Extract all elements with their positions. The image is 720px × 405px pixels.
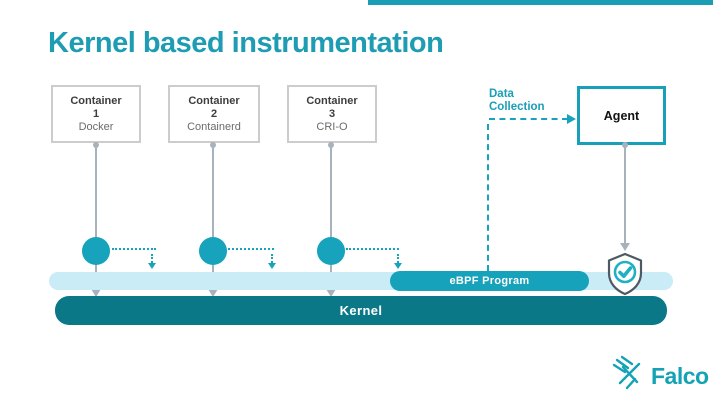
agent-box: Agent: [577, 86, 666, 145]
container-2-arrow-icon: [208, 289, 218, 297]
container-2-label: Container: [188, 95, 240, 107]
container-1-line-start-dot: [93, 142, 99, 148]
tap-3-dotted-line: [346, 248, 399, 250]
tap-1-dotted-drop: [151, 254, 153, 263]
ebpf-program-pill: eBPF Program: [390, 271, 589, 291]
tap-2-dotted-line: [228, 248, 274, 250]
ebpf-program-label: eBPF Program: [449, 275, 530, 287]
agent-arrow-icon: [620, 243, 630, 251]
falco-logo: Falco: [611, 355, 709, 398]
data-collection-line2: Collection: [489, 101, 545, 113]
tap-2-dotted-drop: [271, 254, 273, 263]
top-accent-bar: [368, 0, 713, 5]
falco-bird-icon: [611, 355, 647, 398]
container-3-number: 3: [328, 108, 336, 120]
probe-circle-1: [82, 237, 110, 265]
container-3-runtime: CRI-O: [316, 121, 348, 133]
container-3-line-start-dot: [328, 142, 334, 148]
container-2-line-start-dot: [210, 142, 216, 148]
container-3-arrow-icon: [326, 289, 336, 297]
agent-line-start-dot: [622, 142, 628, 148]
container-3-line: [330, 146, 332, 289]
container-3-label: Container: [306, 95, 358, 107]
container-2-box: Container 2 Containerd: [168, 85, 260, 143]
falco-logo-text: Falco: [651, 363, 709, 389]
probe-circle-2: [199, 237, 227, 265]
container-1-number: 1: [92, 108, 100, 120]
agent-line: [624, 146, 626, 243]
container-1-label: Container: [70, 95, 122, 107]
container-3-box: Container 3 CRI-O: [287, 85, 377, 143]
data-collection-dashed-line: [489, 118, 568, 120]
container-1-line: [95, 146, 97, 289]
data-collection-dashed-drop: [487, 124, 489, 271]
data-collection-arrow-icon: [567, 114, 576, 124]
kernel-label: Kernel: [339, 303, 383, 318]
tap-1-arrow-icon: [148, 263, 156, 269]
slide-title: Kernel based instrumentation: [48, 27, 444, 59]
shield-check-icon: [606, 252, 644, 301]
container-1-box: Container 1 Docker: [51, 85, 141, 143]
container-2-line: [212, 146, 214, 289]
container-2-number: 2: [210, 108, 218, 120]
data-collection-label: Data Collection: [489, 88, 545, 114]
tap-3-arrow-icon: [394, 263, 402, 269]
container-1-arrow-icon: [91, 289, 101, 297]
tap-1-dotted-line: [112, 248, 156, 250]
tap-2-arrow-icon: [268, 263, 276, 269]
data-collection-line1: Data: [489, 88, 514, 100]
container-1-runtime: Docker: [78, 121, 114, 133]
container-2-runtime: Containerd: [187, 121, 241, 133]
probe-circle-3: [317, 237, 345, 265]
agent-label: Agent: [603, 108, 640, 123]
kernel-bar: Kernel: [55, 296, 667, 325]
tap-3-dotted-drop: [397, 254, 399, 263]
